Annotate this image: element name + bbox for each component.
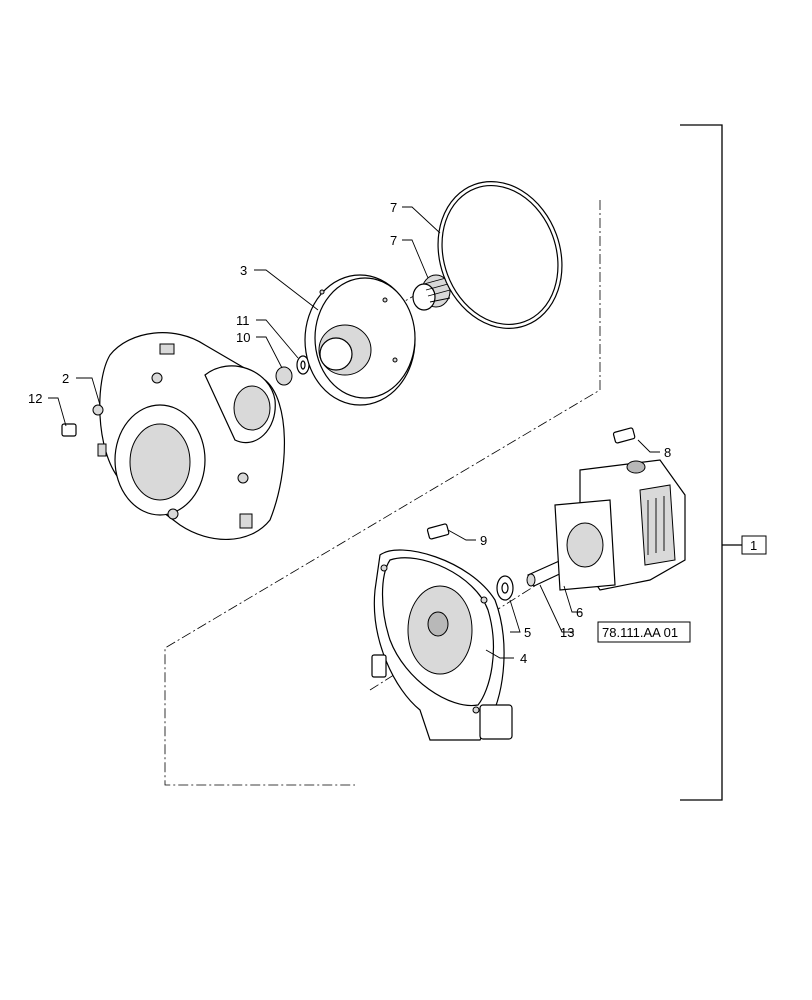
- impeller-nut[interactable]: [275, 366, 293, 386]
- callout-13: 13: [560, 625, 574, 640]
- pump-bracket[interactable]: [371, 549, 513, 741]
- callout-7-oring: 7: [390, 200, 397, 215]
- callout-8: 8: [664, 445, 671, 460]
- mechanical-seal[interactable]: [412, 274, 451, 311]
- pump-housing[interactable]: [92, 332, 286, 541]
- leader-lines: [48, 206, 660, 659]
- assembly-bracket: 1: [680, 124, 767, 801]
- callout-12: 12: [28, 391, 42, 406]
- callout-2: 2: [62, 371, 69, 386]
- callout-10: 10: [236, 330, 250, 345]
- bracket-bolt[interactable]: [426, 523, 450, 540]
- slinger-washer[interactable]: [496, 575, 514, 601]
- o-ring[interactable]: [418, 164, 582, 346]
- callout-1: 1: [750, 538, 757, 553]
- motor-bolt[interactable]: [612, 427, 636, 444]
- reference-code: 78.111.AA 01: [602, 625, 678, 640]
- reference-code-box: 78.111.AA 01: [597, 621, 691, 643]
- callout-7-seal: 7: [390, 233, 397, 248]
- callout-6: 6: [576, 605, 583, 620]
- impeller[interactable]: [304, 274, 416, 406]
- callout-labels: 2 12 3 11 10 7 7 8 9 5 6 13 4: [28, 200, 671, 666]
- drive-motor[interactable]: [554, 459, 686, 591]
- callout-4: 4: [520, 651, 527, 666]
- callout-3: 3: [240, 263, 247, 278]
- callout-11: 11: [236, 313, 250, 328]
- callout-9: 9: [480, 533, 487, 548]
- callout-5: 5: [524, 625, 531, 640]
- washer[interactable]: [296, 355, 310, 375]
- plug-screw[interactable]: [61, 423, 77, 437]
